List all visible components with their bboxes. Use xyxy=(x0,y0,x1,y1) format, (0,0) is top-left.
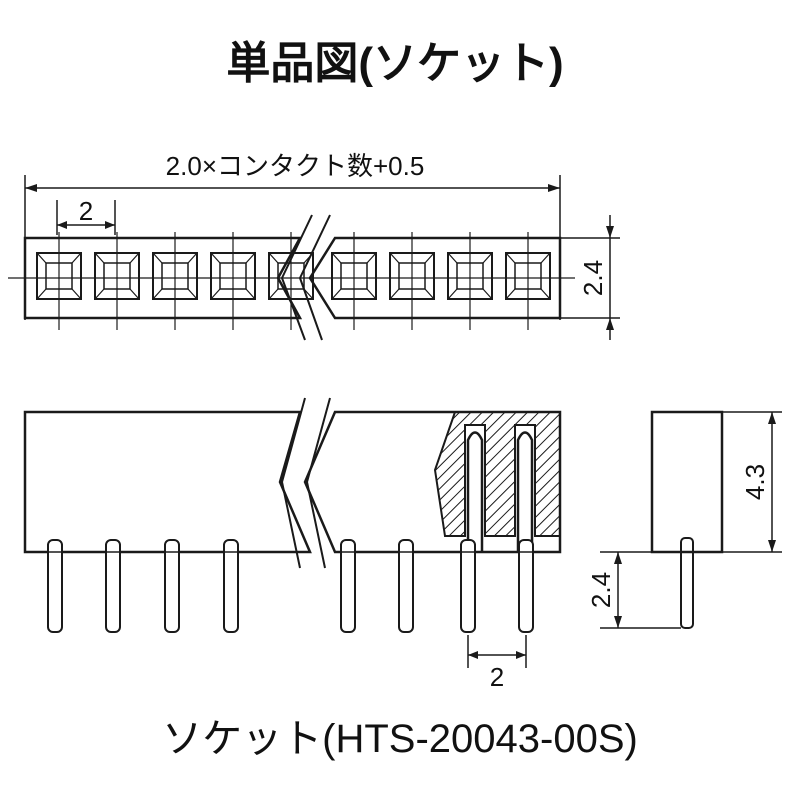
pin xyxy=(47,539,63,633)
pin xyxy=(340,539,356,633)
body-height-dimension: 4.3 xyxy=(722,411,782,553)
pin xyxy=(460,539,476,633)
pin xyxy=(223,539,239,633)
front-body-left xyxy=(23,410,312,554)
front-break-line-left xyxy=(280,397,306,569)
body-height-label: 4.3 xyxy=(740,464,770,500)
contact-cells xyxy=(36,232,551,330)
contact-cell xyxy=(268,232,314,330)
contact-cell xyxy=(505,232,551,330)
contact-cell xyxy=(210,232,256,330)
pin xyxy=(105,539,121,633)
side-view: 4.3 2.4 xyxy=(586,410,782,629)
contact-cell xyxy=(94,232,140,330)
contact-cell xyxy=(447,232,493,330)
pin-length-dimension: 2.4 xyxy=(586,551,681,629)
pin-length-label: 2.4 xyxy=(586,572,616,608)
overall-length-label: 2.0×コンタクト数+0.5 xyxy=(166,151,425,181)
top-pitch-label: 2 xyxy=(79,196,93,226)
bottom-pitch-dimension: 2 xyxy=(467,635,527,692)
top-body-right xyxy=(308,236,562,320)
contact-cell xyxy=(331,232,377,330)
top-pitch-dimension: 2 xyxy=(56,196,116,235)
bottom-pitch-label: 2 xyxy=(490,662,504,692)
top-view: 2.0×コンタクト数+0.5 2 2.4 xyxy=(8,151,620,341)
front-pins xyxy=(47,539,534,633)
width-label: 2.4 xyxy=(578,260,608,296)
contact-spring-1 xyxy=(466,431,484,552)
pin xyxy=(518,539,534,633)
side-body xyxy=(650,410,724,554)
width-dimension: 2.4 xyxy=(560,215,620,340)
overall-length-dimension: 2.0×コンタクト数+0.5 xyxy=(24,151,561,320)
cutaway-section xyxy=(433,411,561,537)
pin xyxy=(164,539,180,633)
contact-cell xyxy=(36,232,82,330)
drawing-title: 単品図(ソケット) xyxy=(226,39,563,88)
contact-spring-2 xyxy=(516,431,534,552)
contact-cell xyxy=(389,232,435,330)
pin xyxy=(398,539,414,633)
front-view: 2 xyxy=(23,397,562,692)
side-pin xyxy=(680,537,694,629)
part-caption: ソケット(HTS-20043-00S) xyxy=(162,717,638,761)
contact-cell xyxy=(152,232,198,330)
front-break-line-right xyxy=(305,397,331,569)
